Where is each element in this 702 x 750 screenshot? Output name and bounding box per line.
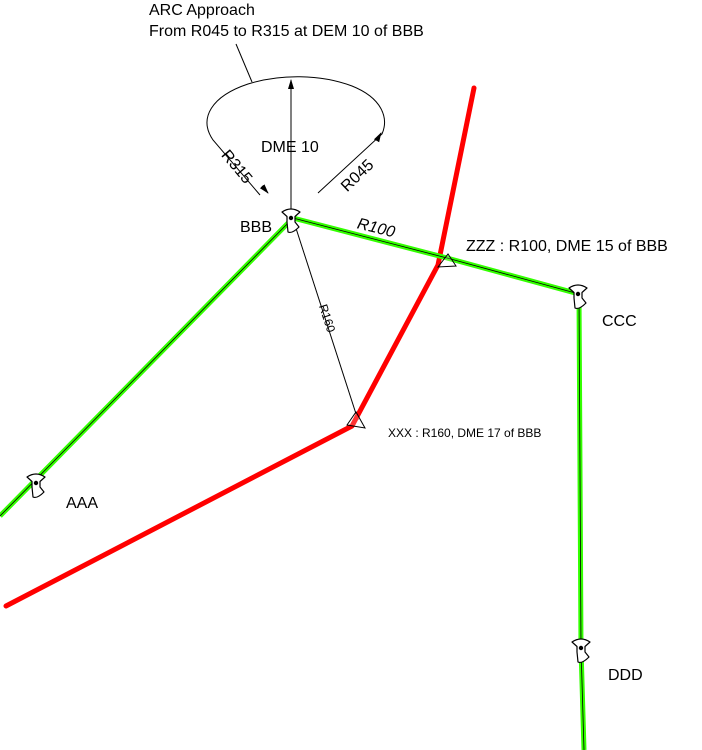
arc-right-arrow (373, 132, 382, 143)
title-leader-line (235, 43, 253, 83)
arc-left-radial-label: R315 (218, 147, 256, 187)
arc-left-arrow (259, 184, 269, 194)
fix-xxx-triangle (346, 411, 366, 429)
arc-dme-label: DME 10 (261, 139, 319, 156)
green-route-centerline (0, 217, 585, 750)
waypoint-ccc-icon (568, 284, 588, 310)
waypoint-aaa-label: AAA (66, 495, 98, 512)
arc-right-radial-label: R045 (338, 156, 377, 195)
green-route (0, 215, 587, 750)
radial-r160-line (292, 218, 359, 421)
waypoint-ddd-label: DDD (608, 667, 643, 684)
waypoint-bbb-label: BBB (240, 219, 272, 236)
waypoint-ddd-icon (571, 638, 591, 664)
arc-outline (206, 76, 385, 196)
radial-r160-label: R160 (316, 303, 338, 335)
title-line-2: From R045 to R315 at DEM 10 of BBB (149, 23, 424, 40)
waypoint-ccc-label: CCC (602, 313, 637, 330)
title-line-1: ARC Approach (149, 2, 255, 19)
fix-zzz-label: ZZZ : R100, DME 15 of BBB (466, 238, 668, 255)
fix-zzz-triangle (436, 253, 457, 268)
red-route (3, 85, 477, 609)
fix-xxx-label: XXX : R160, DME 17 of BBB (388, 426, 541, 440)
